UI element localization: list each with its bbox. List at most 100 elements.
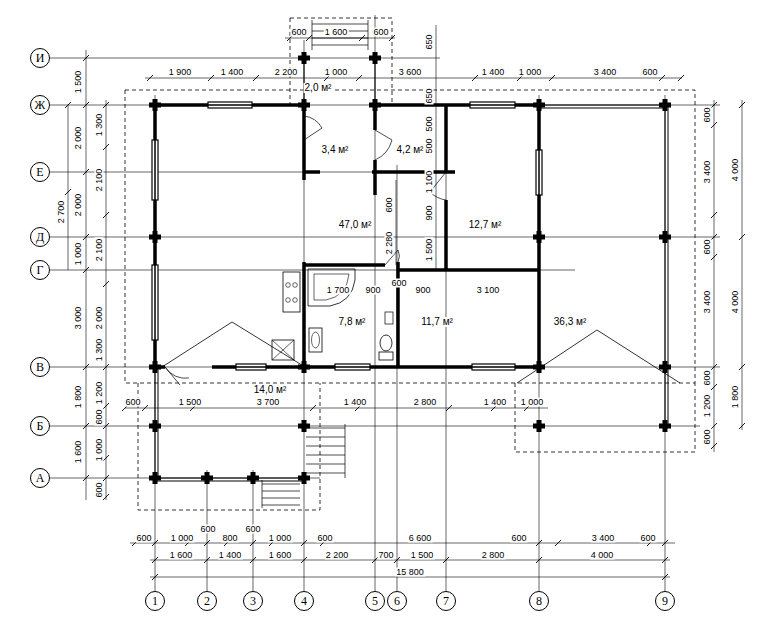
axis-mark: Г (37, 264, 44, 276)
log-corner (302, 472, 307, 484)
axis-bubble: В (30, 357, 50, 377)
dimension-text: 600 (703, 106, 712, 123)
axis-line (446, 105, 447, 591)
log-wall (304, 263, 385, 267)
axis-line (155, 95, 156, 591)
log-corner (302, 52, 307, 64)
kitchen-stove (283, 272, 300, 312)
dimension-line (436, 25, 437, 270)
log-corner (663, 99, 668, 111)
dimension-text: 6 600 (408, 534, 433, 543)
railing (155, 478, 304, 479)
axis-mark: В (36, 361, 44, 373)
room-area: 3,4 м² (321, 145, 350, 155)
stair-step (306, 464, 345, 465)
dimension-tick (443, 557, 449, 563)
window (152, 265, 158, 340)
stair-step (312, 45, 368, 46)
dimension-text: 600 (372, 28, 389, 37)
dimension-text: 3 400 (591, 534, 616, 543)
dimension-text: 3 100 (476, 286, 501, 295)
dimension-tick (711, 254, 717, 260)
dimension-tick (103, 212, 109, 218)
porch-post-line (375, 58, 376, 105)
porch-roof-outline (138, 383, 320, 510)
dimension-tick (662, 557, 668, 563)
window (208, 102, 252, 108)
dimension-text: 1 500 (74, 70, 83, 95)
dimension-tick (204, 540, 210, 546)
dimension-text: 1 400 (218, 551, 243, 560)
stair-step (262, 491, 300, 492)
railing (665, 105, 666, 426)
dimension-text: 2 700 (57, 200, 66, 225)
dimension-text: 1 200 (703, 394, 712, 419)
dimension-tick (103, 403, 109, 409)
axis-bubble: 8 (529, 591, 549, 611)
dimension-tick (711, 234, 717, 240)
dimension-text: 4 000 (731, 290, 740, 315)
gable-line (162, 322, 305, 367)
dimension-tick (103, 423, 109, 429)
dimension-tick (103, 364, 109, 370)
dimension-line (125, 408, 548, 409)
dimension-text: 900 (364, 286, 381, 295)
porch-post-line (304, 58, 305, 105)
stove-burner (293, 298, 298, 303)
dimension-text: 500 (425, 115, 434, 132)
axis-line (397, 165, 398, 591)
dimension-line (106, 100, 107, 500)
dimension-tick (83, 267, 89, 273)
log-wall (537, 105, 541, 367)
room-area: 11,7 м² (420, 317, 454, 327)
dimension-text: 1 900 (168, 68, 193, 77)
dimension-tick (662, 540, 668, 546)
window (470, 102, 515, 108)
dimension-tick (152, 574, 158, 580)
log-wall (446, 268, 539, 272)
door-swing (165, 367, 189, 385)
dimension-line (68, 105, 69, 270)
dimension-text: 600 (703, 428, 712, 445)
axis-line (665, 95, 666, 591)
window-glass (538, 150, 540, 195)
dimension-text: 3 700 (256, 398, 281, 407)
log-corner (537, 99, 542, 111)
porch-roof-outline (290, 18, 392, 105)
dimension-text: 1 000 (518, 68, 543, 77)
window (335, 364, 370, 370)
stove-burner (293, 283, 298, 288)
dimension-text: 1 400 (220, 68, 245, 77)
axis-mark: А (36, 472, 45, 484)
dimension-line (86, 50, 87, 500)
gable-line (517, 330, 680, 383)
axis-bubble: Б (30, 416, 50, 436)
dimension-tick (83, 475, 89, 481)
dimension-text: 1 000 (268, 534, 293, 543)
dimension-text: 1 100 (425, 170, 434, 195)
dimension-tick (253, 75, 259, 81)
log-corner (153, 231, 158, 243)
dimension-tick (83, 364, 89, 370)
dimension-text: 500 (425, 137, 434, 154)
dimension-text: 2 000 (74, 126, 83, 151)
axis-mark: Д (36, 231, 44, 243)
dimension-text: 650 (425, 33, 434, 50)
stair-step (306, 437, 345, 438)
dimension-tick (678, 75, 684, 81)
dimension-text: 1 800 (731, 385, 740, 410)
axis-bubble: Е (30, 162, 50, 182)
dimension-tick (555, 540, 561, 546)
stair-step (306, 446, 345, 447)
railing (668, 105, 669, 426)
log-wall (304, 170, 320, 174)
dimension-text: 2 000 (95, 306, 104, 331)
axis-mark: Б (37, 420, 44, 432)
stair-step (306, 455, 345, 456)
dimension-text: 1 500 (178, 398, 203, 407)
toilet (380, 335, 392, 351)
dimension-text: 1 300 (95, 338, 104, 363)
axis-mark: 6 (394, 595, 400, 607)
dimension-text: 3 400 (593, 68, 618, 77)
